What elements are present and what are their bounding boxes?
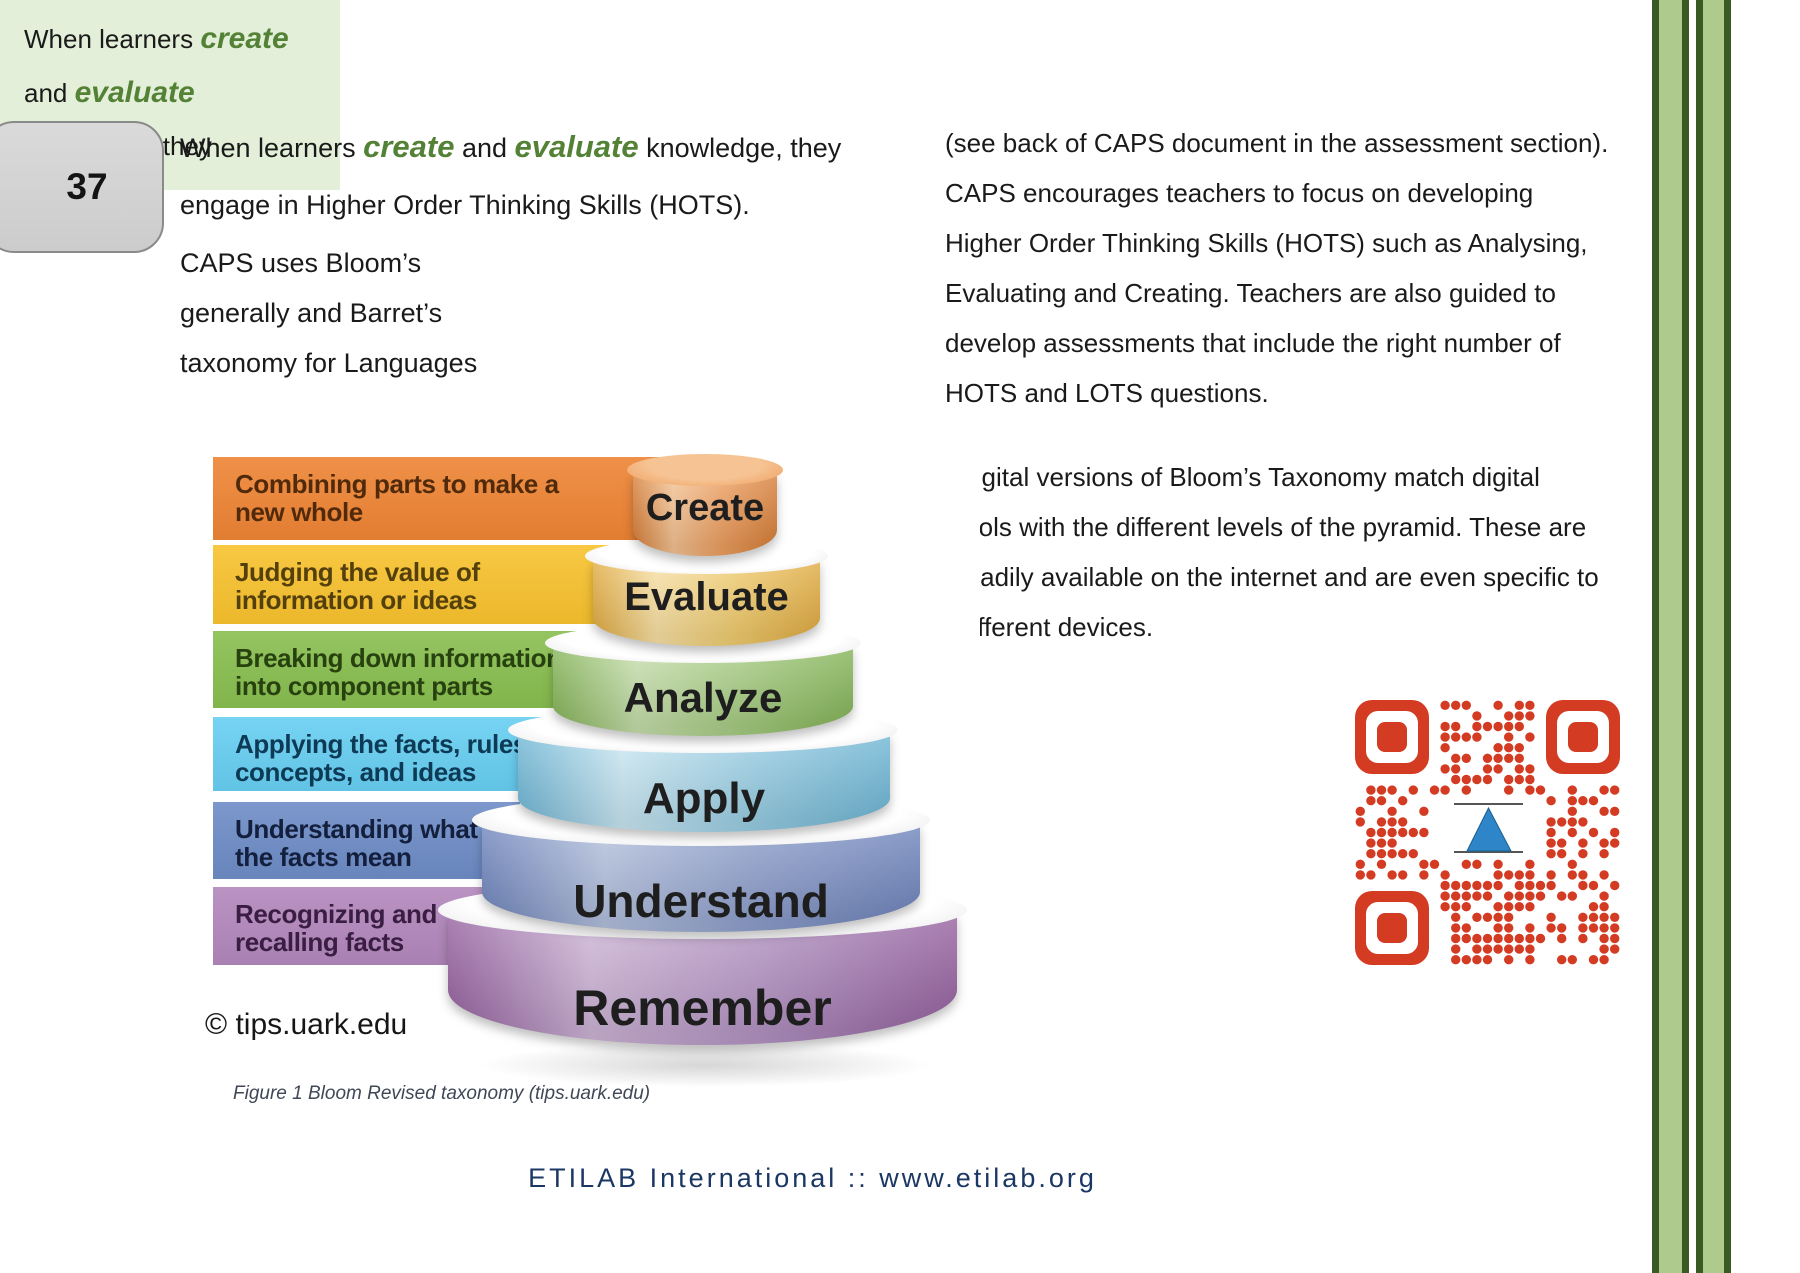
level-label: Remember [573, 980, 832, 1036]
highlight-line-2: and evaluate [24, 76, 195, 109]
qr-code [1355, 700, 1620, 965]
border-stripe-outer [1696, 0, 1731, 1273]
level-label: Evaluate [624, 575, 789, 619]
level-label: Understand [573, 875, 829, 927]
level-description: Applying the facts, rules,concepts, and … [235, 729, 534, 787]
page-footer: ETILAB International :: www.etilab.org [528, 1163, 1097, 1193]
level-description-bar: Applying the facts, rules,concepts, and … [213, 717, 560, 791]
border-stripe-inner [1652, 0, 1689, 1273]
level-label: Create [645, 487, 765, 529]
right-paragraph-1: (see back of CAPS document in the assess… [945, 128, 1609, 408]
intro-line-2: engage in Higher Order Thinking Skills (… [180, 190, 750, 220]
cylinder-top-rim [627, 454, 783, 486]
figure-credit: © tips.uark.edu [205, 1008, 408, 1041]
right-paragraph-2: Digital versions of Bloom’s Taxonomy mat… [957, 462, 1599, 642]
intro-line-1: When learners create and evaluate knowle… [180, 129, 842, 164]
level-label: Apply [642, 774, 766, 823]
page-number-tab: 37 [0, 121, 164, 253]
intro-paragraph: When learners create and evaluate knowle… [180, 118, 841, 234]
highlight-line-1: When learners create [24, 22, 289, 55]
page-number: 37 [66, 166, 108, 207]
level-label: Analyze [623, 674, 783, 721]
figure-caption: Figure 1 Bloom Revised taxonomy (tips.ua… [233, 1083, 651, 1104]
figure-shadow [470, 1042, 940, 1088]
